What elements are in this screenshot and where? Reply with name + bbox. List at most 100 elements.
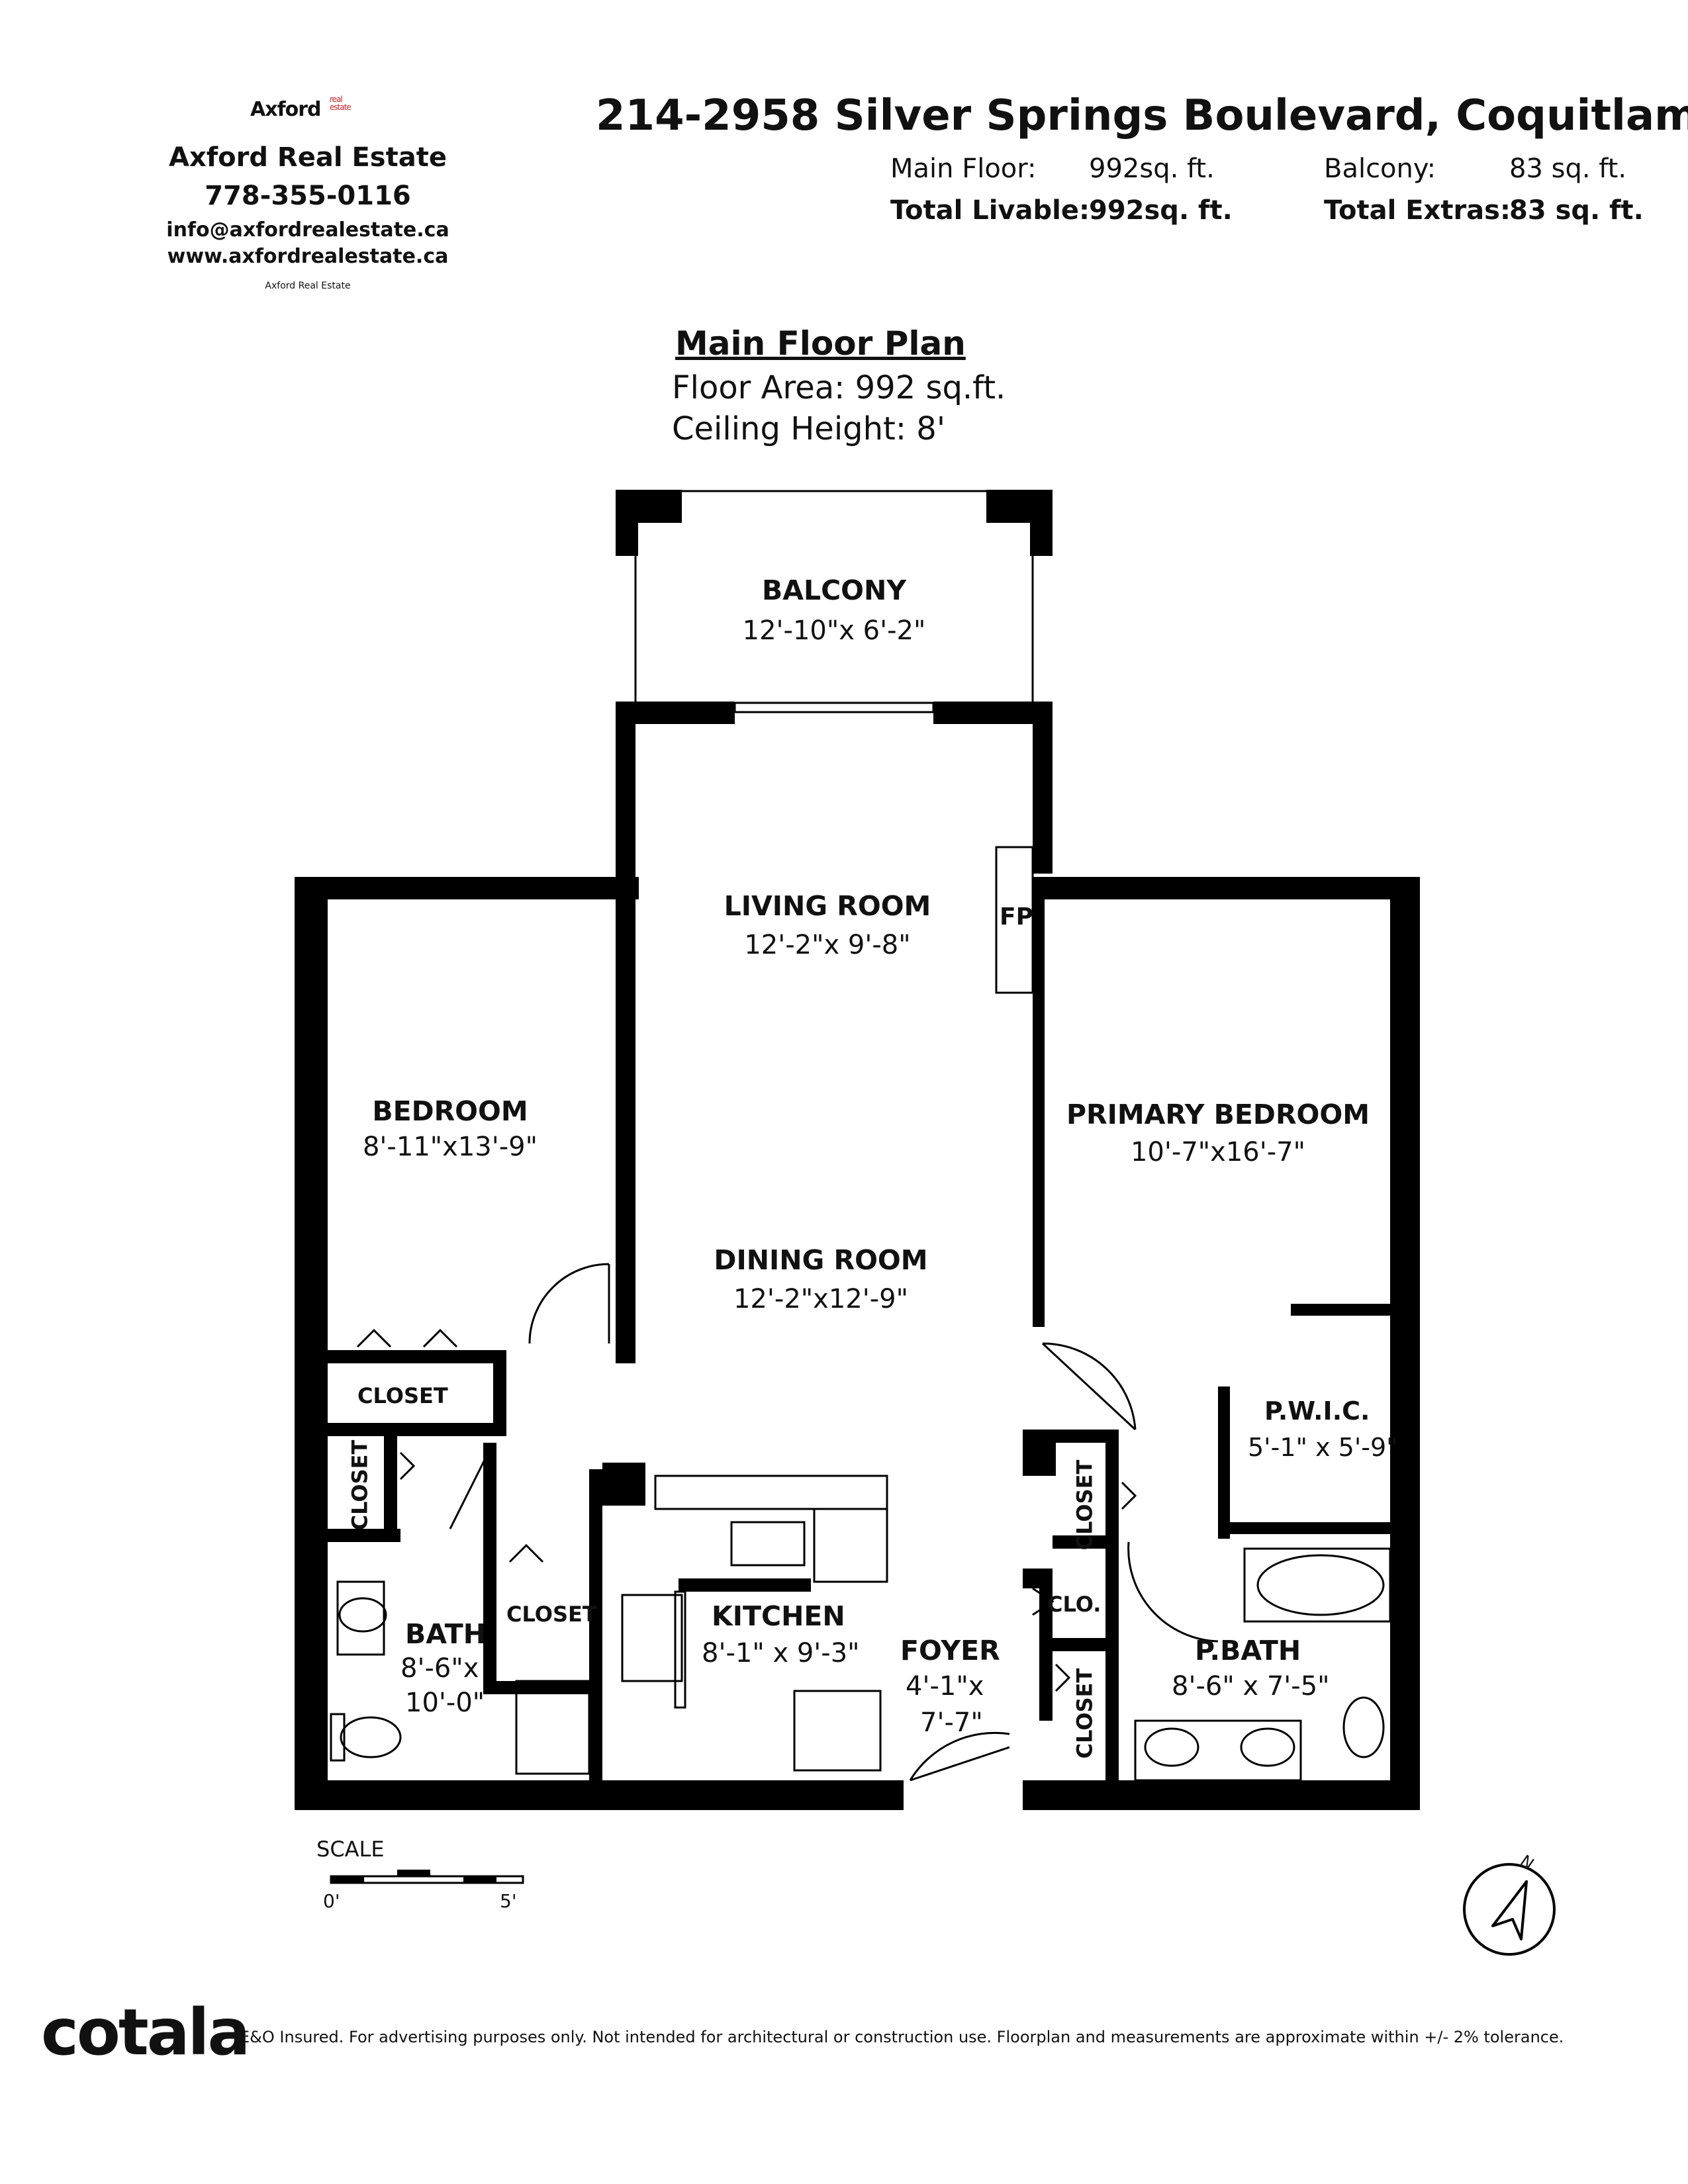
- sink: [730, 1521, 806, 1567]
- room-dining-dim: 12'-2"x12'-9": [733, 1284, 909, 1314]
- closet-foyer-lower-label: CLOSET: [1072, 1668, 1098, 1759]
- room-bath-name: BATH: [405, 1618, 487, 1650]
- room-foyer-name: FOYER: [900, 1635, 1000, 1666]
- property-address: 214-2958 Silver Springs Boulevard, Coqui…: [596, 91, 1688, 140]
- wall-closet-bottom: [328, 1423, 506, 1436]
- wall-exterior-left: [295, 877, 328, 1810]
- closet-hall-label: CLOSET: [506, 1602, 597, 1627]
- room-foyer-dim1: 4'-1"x: [906, 1671, 984, 1702]
- scale-label: SCALE: [316, 1837, 385, 1862]
- door-swing-primary: [1042, 1342, 1137, 1430]
- wall-exterior-bottom-right: [1023, 1780, 1420, 1810]
- main-floor-value: 992sq. ft.: [1089, 154, 1215, 184]
- room-primary-dim: 10'-7"x16'-7": [1130, 1137, 1306, 1167]
- closet-post-b: [1023, 1569, 1053, 1588]
- total-livable-value: 992sq. ft.: [1089, 195, 1233, 226]
- closet-wall-left: [1039, 1588, 1053, 1721]
- pbath-sink-right: [1240, 1727, 1295, 1767]
- scale-end: 5': [500, 1890, 517, 1912]
- wall-living-right-lower: [1033, 877, 1045, 1327]
- agent-logo-tag: real estate: [330, 95, 352, 112]
- total-extras-value: 83 sq. ft.: [1509, 195, 1644, 226]
- pbath-toilet: [1342, 1696, 1385, 1758]
- agent-website: www.axfordrealestate.ca: [167, 245, 449, 268]
- wall-closet-bath: [384, 1436, 397, 1542]
- range-counter: [674, 1590, 686, 1709]
- agent-small-name: Axford Real Estate: [265, 281, 351, 291]
- scale-bar: [330, 1870, 524, 1884]
- wall-living-left: [616, 702, 635, 1363]
- room-balcony-dim: 12'-10"x 6'-2": [742, 615, 926, 646]
- wall-living-right-upper: [1033, 702, 1053, 874]
- closet-foyer-label: CLOSET: [1072, 1459, 1098, 1551]
- closet-bedroom-label: CLOSET: [357, 1383, 448, 1408]
- wall-bath-right: [483, 1443, 496, 1694]
- wall-pwic-left: [1218, 1387, 1230, 1539]
- shower: [515, 1680, 590, 1775]
- wall-exterior-bottom-left: [295, 1780, 904, 1810]
- room-primary-name: PRIMARY BEDROOM: [1066, 1099, 1370, 1130]
- door-bath: [449, 1449, 491, 1529]
- dishwasher: [813, 1508, 888, 1583]
- agent-logo-text: Axford: [250, 98, 321, 121]
- balcony-area-label: Balcony:: [1324, 154, 1436, 184]
- wall-kitchen-left: [589, 1469, 602, 1780]
- total-livable-label: Total Livable:: [890, 195, 1090, 226]
- room-foyer-dim2: 7'-7": [920, 1707, 983, 1738]
- toilet-bowl: [340, 1716, 402, 1758]
- wall-closet-side: [493, 1350, 506, 1436]
- wall-exterior-right: [1390, 877, 1420, 1810]
- scale-start: 0': [323, 1890, 340, 1912]
- bath-sink: [338, 1597, 387, 1633]
- wall-bath-top: [328, 1529, 400, 1542]
- room-living-dim: 12'-2"x 9'-8": [744, 930, 911, 960]
- room-pwic-dim: 5'-1" x 5'-9": [1248, 1433, 1398, 1462]
- plan-ceiling-height: Ceiling Height: 8': [672, 410, 946, 447]
- room-pwic-name: P.W.I.C.: [1264, 1396, 1370, 1426]
- closet-mid: [1053, 1535, 1119, 1549]
- room-pbath-name: P.BATH: [1195, 1635, 1301, 1666]
- wall-closet2-bottom: [483, 1681, 602, 1694]
- wall-closet-top: [328, 1350, 506, 1363]
- room-dining-name: DINING ROOM: [714, 1244, 928, 1276]
- room-balcony-name: BALCONY: [761, 574, 907, 606]
- clo-bottom: [1053, 1638, 1119, 1651]
- agent-email: info@axfordrealestate.ca: [166, 218, 449, 242]
- disclaimer-text: E&O Insured. For advertising purposes on…: [240, 2028, 1564, 2046]
- closet-bath-label: CLOSET: [347, 1439, 373, 1531]
- room-bath-dim1: 8'-6"x: [400, 1653, 479, 1684]
- room-kitchen-dim: 8'-1" x 9'-3": [702, 1638, 860, 1668]
- door-swing-entry: [909, 1731, 1010, 1781]
- compass-icon: [1463, 1863, 1556, 1956]
- pbath-sink-left: [1144, 1727, 1199, 1767]
- total-extras-label: Total Extras:: [1324, 195, 1511, 226]
- room-bedroom-dim: 8'-11"x13'-9": [362, 1132, 538, 1162]
- kitchen-column: [602, 1463, 645, 1506]
- wall-pwic-top: [1291, 1304, 1390, 1316]
- closet-post-a: [1023, 1430, 1056, 1476]
- plan-floor-area: Floor Area: 992 sq.ft.: [672, 369, 1006, 406]
- fridge: [793, 1690, 882, 1772]
- plan-title: Main Floor Plan: [675, 324, 966, 363]
- agent-name: Axford Real Estate: [169, 142, 447, 173]
- fireplace-label: FP: [1000, 903, 1033, 931]
- cooktop: [621, 1594, 683, 1682]
- balcony-post-right-leg: [1030, 490, 1053, 556]
- kitchen-counter: [679, 1578, 811, 1592]
- door-swing-pbath: [1127, 1541, 1219, 1643]
- room-living-name: LIVING ROOM: [724, 890, 931, 922]
- wall-closets-right: [1105, 1430, 1119, 1780]
- agent-phone: 778-355-0116: [205, 181, 411, 211]
- upper-counter: [654, 1475, 888, 1510]
- room-kitchen-name: KITCHEN: [712, 1600, 845, 1632]
- room-pbath-dim: 8'-6" x 7'-5": [1172, 1671, 1330, 1702]
- balcony-post-left-leg: [616, 490, 638, 556]
- fireplace-box: [995, 846, 1034, 994]
- wall-pwic-bottom: [1218, 1522, 1390, 1534]
- window-primary: [1124, 879, 1299, 891]
- balcony-area-value: 83 sq. ft.: [1509, 154, 1627, 184]
- agent-logo: Axford real estate: [250, 95, 352, 121]
- closet-top: [1053, 1430, 1119, 1443]
- cotala-logo: cotala: [41, 1995, 250, 2070]
